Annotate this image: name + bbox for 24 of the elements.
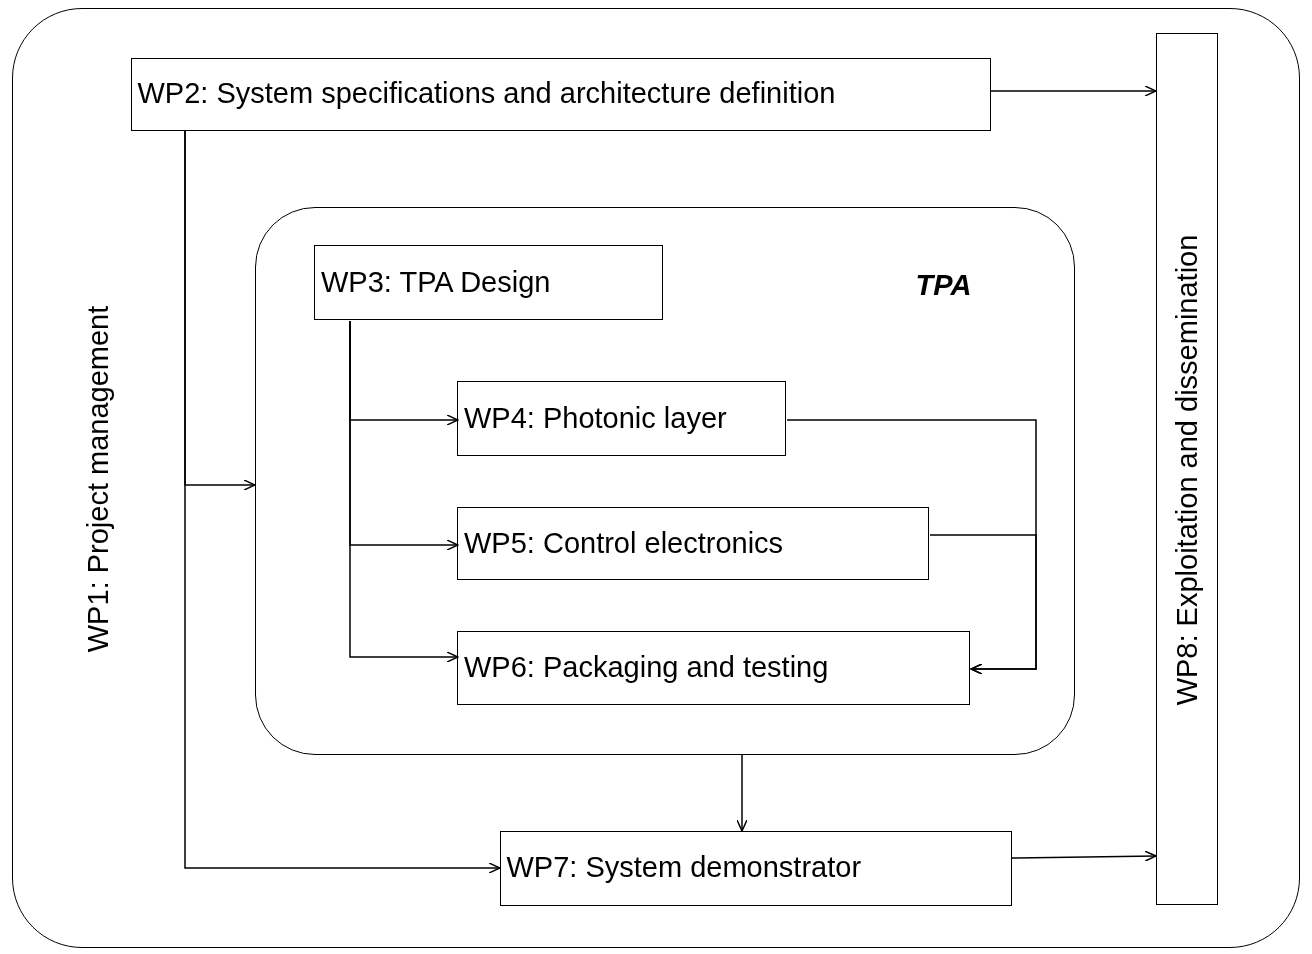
process-box: [314, 245, 663, 320]
process-box: [457, 381, 786, 456]
process-box: [457, 631, 970, 705]
arrow: [1011, 850, 1157, 862]
arrow: [990, 85, 1157, 97]
box-label: WP3: TPA Design: [321, 266, 551, 299]
arrow: [929, 534, 1037, 675]
rounded-frame: [12, 8, 1300, 948]
arrow: [184, 130, 501, 874]
process-box: [1155, 32, 1218, 905]
process-box: [130, 57, 991, 131]
group-title: TPA: [915, 269, 972, 302]
vertical-label: WP1: Project management: [83, 305, 115, 653]
box-label: WP7: System demonstrator: [506, 852, 862, 884]
arrow: [736, 754, 748, 832]
box-label: WP5: Control electronics: [464, 527, 784, 560]
process-box: [457, 507, 929, 580]
process-box: [499, 830, 1012, 906]
rounded-group: [254, 206, 1075, 755]
box-label: WP2: System specifications and architecture definition: [137, 78, 836, 110]
box-label: WP6: Packaging and testing: [464, 652, 829, 684]
vertical-label: WP8: Exploitation and dissemination: [1171, 234, 1204, 705]
arrow: [349, 320, 459, 663]
box-label: WP4: Photonic layer: [464, 402, 727, 435]
